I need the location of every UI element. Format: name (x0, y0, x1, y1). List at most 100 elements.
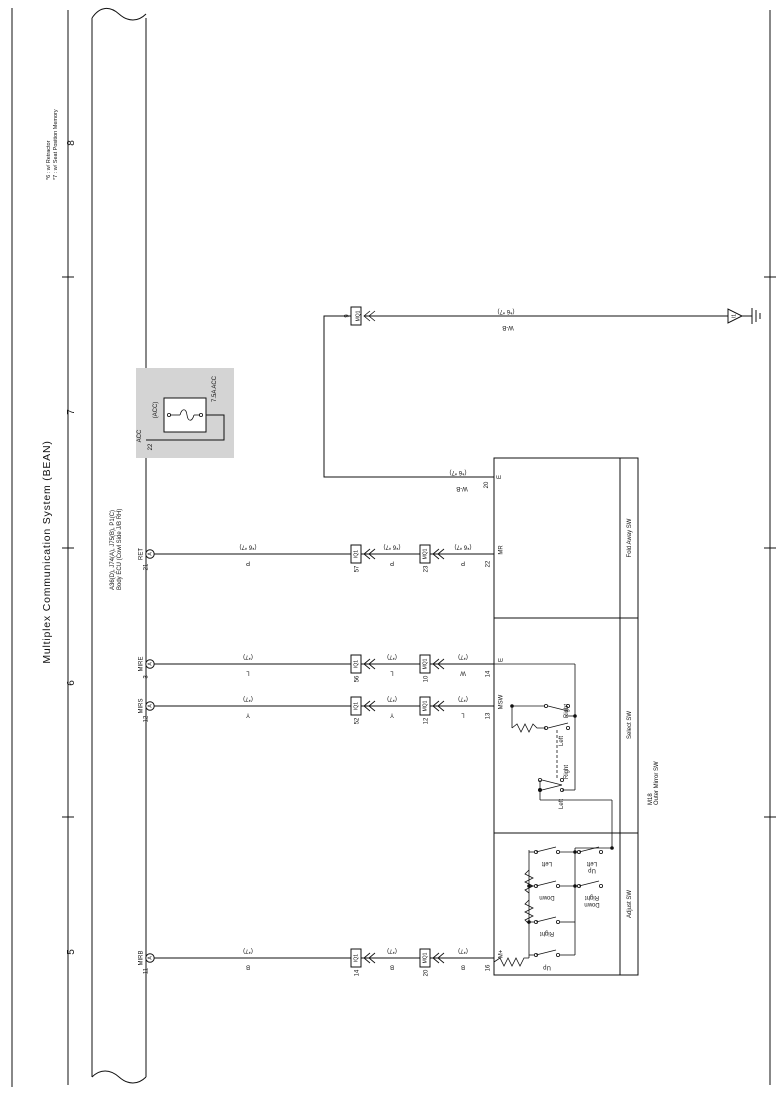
ground-junction-label: MQ1 (355, 310, 361, 321)
mire-junction-iq1-box (350, 654, 362, 674)
mirb-junction-iq1-pin: 14 (355, 969, 361, 976)
select-label-right-2: Right (564, 704, 570, 718)
ground-wire (323, 306, 761, 478)
ret-color-3: P (461, 559, 465, 565)
mirb-terminal-circle (145, 953, 155, 963)
mirs-mirror-terminal: MSW (499, 694, 505, 709)
mirror-switch-box (493, 457, 639, 976)
ground-wire-color: W-B (456, 485, 468, 491)
note-seat-memory: *7 : w/ Seat Position Memory (53, 109, 59, 180)
mirb-mirror-pin: 16 (486, 964, 492, 971)
mirs-condition-2: (*7) (387, 695, 397, 701)
mirs-terminal-letter: A (147, 704, 153, 708)
mirs-color-2: Y (390, 711, 394, 717)
adjust-label-right: Right (540, 930, 554, 936)
mire-junction-mq1-label: MQ1 (422, 658, 428, 669)
select-label-right: Right (564, 765, 570, 779)
adjust-label-down: Down (539, 894, 554, 900)
mire-terminal-pin: 3 (144, 675, 150, 679)
mirb-junction-mq1-box (419, 948, 431, 968)
ret-terminal-letter: A (147, 552, 153, 556)
mirs-junction-iq1-label: IQ1 (353, 702, 359, 710)
mire-junction-iq1-arrows (363, 658, 376, 670)
mirb-junction-iq1-box (350, 948, 362, 968)
adjust-switch-circuit (493, 800, 614, 967)
mirs-junction-iq1-arrows (363, 700, 376, 712)
adjust-label-up-2: Up (588, 867, 596, 873)
mirror-name: Outer Mirror SW (654, 761, 660, 805)
ground-wire-color-2: W-B (502, 324, 514, 330)
mirb-junction-mq1-arrows (432, 952, 445, 964)
select-label-left-2: Left (559, 736, 565, 746)
mirb-terminal-letter: A (147, 956, 153, 960)
mirs-junction-iq1-box (350, 696, 362, 716)
ret-mirror-terminal: MR (499, 545, 505, 555)
ret-mirror-pin: 22 (486, 560, 492, 567)
page-frame (11, 8, 776, 1087)
select-label-left: Left (559, 799, 565, 809)
ground-connector-pin: 20 (484, 481, 490, 488)
ret-junction-mq1-pin: 23 (424, 565, 430, 572)
mire-mirror-terminal: E (499, 658, 505, 662)
mirb-condition-2: (*7) (387, 947, 397, 953)
grid-number-5: 5 (66, 949, 77, 955)
ret-junction-iq1-box (350, 544, 362, 564)
ground-point-label: I1 (731, 314, 737, 318)
ret-color-1: P (246, 559, 250, 565)
grid-number-8: 8 (66, 140, 77, 146)
mirb-color-1: B (246, 963, 250, 969)
mirb-mirror-terminal: M+ (499, 949, 505, 958)
ground-connector-term: E (497, 475, 503, 479)
grid-number-7: 7 (66, 409, 77, 415)
mirb-junction-iq1-label: IQ1 (353, 954, 359, 962)
ecu-boundary (91, 8, 147, 1084)
mire-junction-mq1-pin: 10 (424, 675, 430, 682)
mirb-condition-3: (*7) (458, 947, 468, 953)
mire-junction-iq1-label: IQ1 (353, 660, 359, 668)
mire-mirror-pin: 14 (486, 670, 492, 677)
mire-junction-mq1-arrows (432, 658, 445, 670)
note-retractor: *6 : w/ Retractor (46, 140, 52, 180)
ret-color-2: P (390, 559, 394, 565)
mirs-junction-mq1-arrows (432, 700, 445, 712)
mire-condition-2: (*7) (387, 653, 397, 659)
mire-terminal-letter: A (147, 662, 153, 666)
mirs-color-3: L (461, 711, 465, 717)
mirs-terminal-circle (145, 701, 155, 711)
ret-junction-mq1-box (419, 544, 431, 564)
adjust-label-right-2: Right (585, 894, 599, 900)
ground-wire-condition-2: (*6 *7) (497, 308, 514, 314)
mirs-junction-mq1-pin: 12 (424, 717, 430, 724)
mirs-condition-3: (*7) (458, 695, 468, 701)
ret-junction-iq1-label: IQ1 (353, 550, 359, 558)
ret-junction-mq1-label: MQ1 (422, 548, 428, 559)
grid-number-6: 6 (66, 680, 77, 686)
ret-condition-2: (*6 *7) (383, 543, 400, 549)
mirb-junction-mq1-label: MQ1 (422, 952, 428, 963)
mirb-terminal-name: MIRB (139, 951, 145, 966)
ret-condition-3: (*6 *7) (454, 543, 471, 549)
ecu-connector-label: A36(D), J74(A), J75(B), P1(C) (110, 510, 116, 590)
mire-junction-iq1-pin: 56 (355, 675, 361, 682)
ecu-name: Body ECU (Cowl Side J/B RH) (117, 509, 123, 590)
ground-wire-condition: (*6 *7) (449, 469, 466, 475)
mirs-condition-1: (*7) (243, 695, 253, 701)
ret-junction-iq1-arrows (363, 548, 376, 560)
ground-junction-pin: 9 (345, 314, 351, 318)
fuse-source: (ACC) (153, 402, 159, 419)
mirb-color-2: B (390, 963, 394, 969)
adjust-label-down-2: Down (584, 901, 599, 907)
page-title: Multiplex Communication System (BEAN) (41, 440, 53, 663)
mirs-junction-mq1-box (419, 696, 431, 716)
mirs-mirror-pin: 13 (486, 712, 492, 719)
section-fold-away-sw: Fold Away SW (627, 518, 633, 557)
section-select-sw: Select SW (627, 711, 633, 739)
mirs-junction-mq1-label: MQ1 (422, 700, 428, 711)
ret-condition-1: (*6 *7) (239, 543, 256, 549)
mirs-junction-iq1-pin: 52 (355, 717, 361, 724)
mirb-junction-iq1-arrows (363, 952, 376, 964)
mire-condition-3: (*7) (458, 653, 468, 659)
mire-condition-1: (*7) (243, 653, 253, 659)
